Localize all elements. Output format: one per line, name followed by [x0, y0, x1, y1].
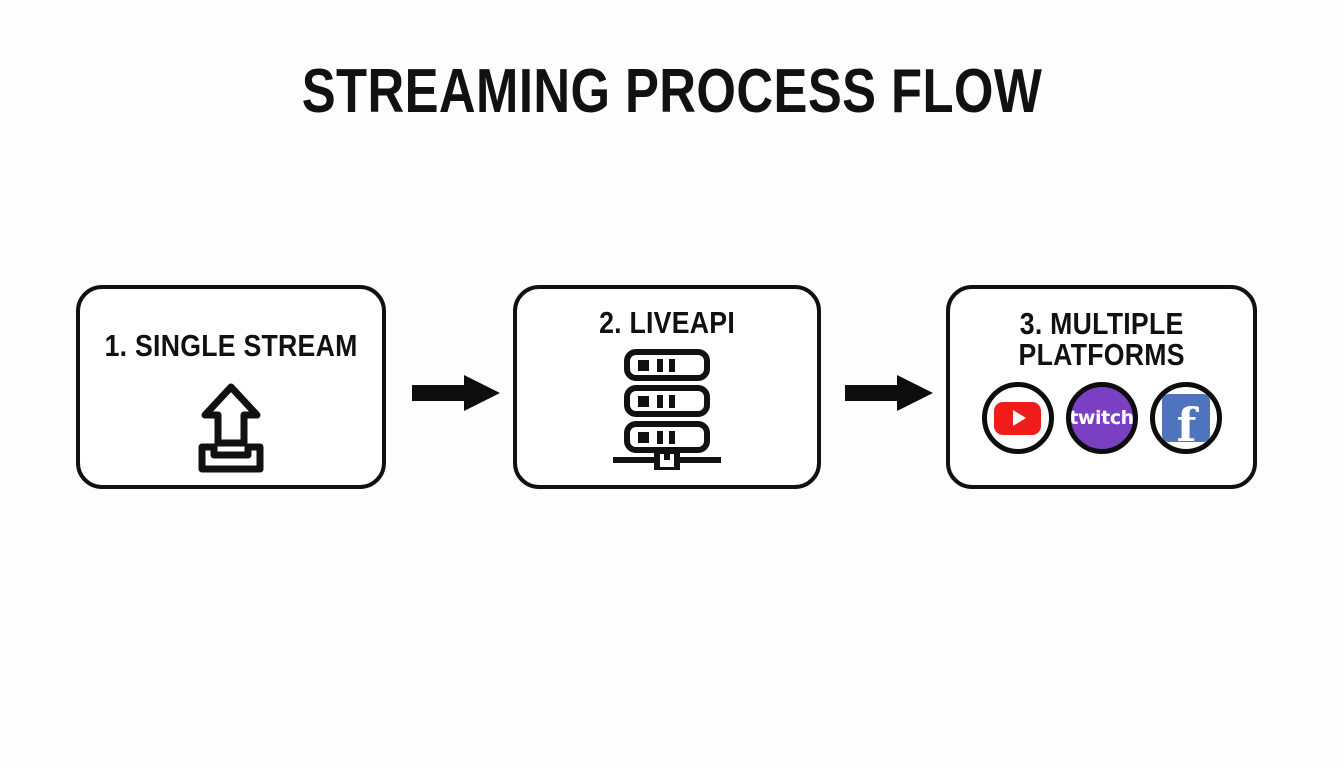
twitch-icon[interactable]: twitch: [1065, 382, 1138, 454]
facebook-wordmark: f: [1176, 398, 1197, 442]
flow-arrow-1: [412, 375, 500, 411]
flow-step-multiple-platforms[interactable]: 3. MULTIPLE PLATFORMS twitch f: [946, 285, 1257, 489]
flow-arrow-2: [845, 375, 933, 411]
flow-step-liveapi[interactable]: 2. LIVEAPI: [513, 285, 821, 489]
platform-logo-row: twitch f: [981, 382, 1222, 454]
server-rack-icon: [609, 348, 725, 475]
flow-row: 1. SINGLE STREAM 2. LIVEAPI: [0, 285, 1344, 489]
play-triangle-icon: [1012, 410, 1026, 426]
page-title: STREAMING PROCESS FLOW: [301, 57, 1043, 126]
flow-step-label: 3. MULTIPLE PLATFORMS: [1018, 306, 1185, 372]
flow-step-label: 1. SINGLE STREAM: [104, 328, 358, 363]
upload-icon: [183, 377, 279, 478]
youtube-plate: [994, 401, 1041, 435]
facebook-icon[interactable]: f: [1149, 382, 1222, 454]
twitch-wordmark: twitch: [1069, 406, 1134, 429]
youtube-icon[interactable]: [981, 382, 1054, 454]
flow-step-single-stream[interactable]: 1. SINGLE STREAM: [76, 285, 386, 489]
facebook-plate: f: [1161, 394, 1210, 442]
flow-step-label: 2. LIVEAPI: [599, 305, 735, 340]
